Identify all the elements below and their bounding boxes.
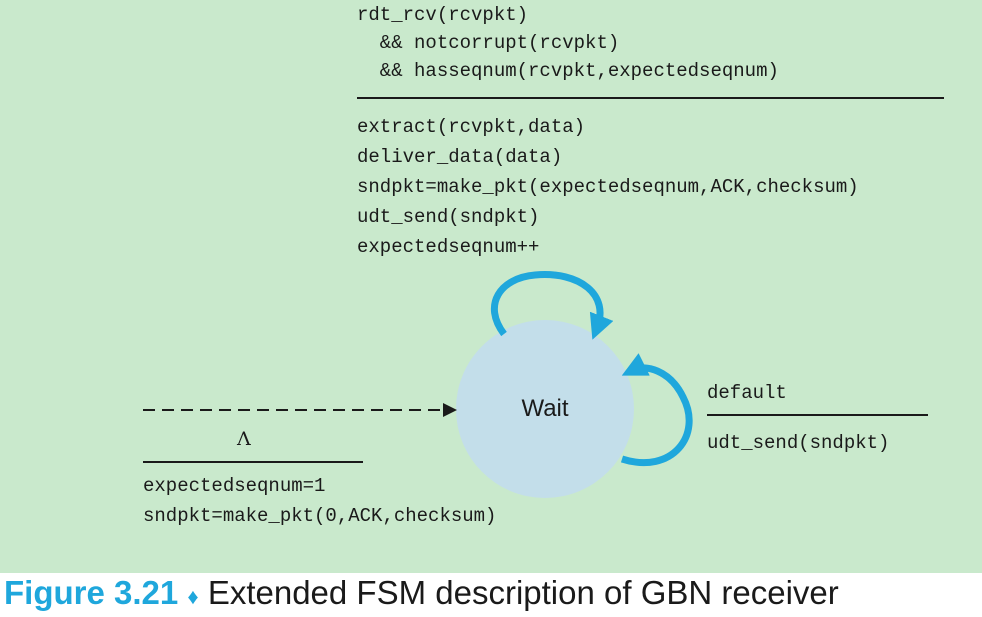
top-action-line-1: extract(rcvpkt,data) xyxy=(357,116,586,138)
initial-transition-divider xyxy=(143,461,363,463)
top-event-line-2: && notcorrupt(rcvpkt) xyxy=(357,32,620,54)
figure-caption: Figure 3.21 ♦ Extended FSM description o… xyxy=(4,572,839,613)
top-transition-divider xyxy=(357,97,944,99)
initial-event-lambda: Λ xyxy=(237,428,251,450)
caption-diamond-icon: ♦ xyxy=(187,584,199,609)
top-action-line-3: sndpkt=make_pkt(expectedseqnum,ACK,check… xyxy=(357,176,859,198)
initial-action-line-1: expectedseqnum=1 xyxy=(143,475,326,497)
default-action: udt_send(sndpkt) xyxy=(707,432,890,454)
top-event-line-1: rdt_rcv(rcvpkt) xyxy=(357,4,529,26)
initial-arrow-head xyxy=(443,403,457,417)
default-transition-divider xyxy=(707,414,928,416)
figure-number: Figure 3.21 xyxy=(4,574,179,611)
caption-text: Extended FSM description of GBN receiver xyxy=(207,574,839,611)
top-action-line-2: deliver_data(data) xyxy=(357,146,563,168)
top-event-line-3: && hasseqnum(rcvpkt,expectedseqnum) xyxy=(357,60,779,82)
wait-state-label: Wait xyxy=(521,395,569,422)
default-event: default xyxy=(707,382,787,404)
wait-state-circle xyxy=(456,320,634,498)
initial-action-line-2: sndpkt=make_pkt(0,ACK,checksum) xyxy=(143,505,497,527)
top-self-loop-arrow xyxy=(490,271,614,340)
top-action-line-4: udt_send(sndpkt) xyxy=(357,206,540,228)
top-action-line-5: expectedseqnum++ xyxy=(357,236,540,258)
right-self-loop-arrow xyxy=(620,353,693,467)
